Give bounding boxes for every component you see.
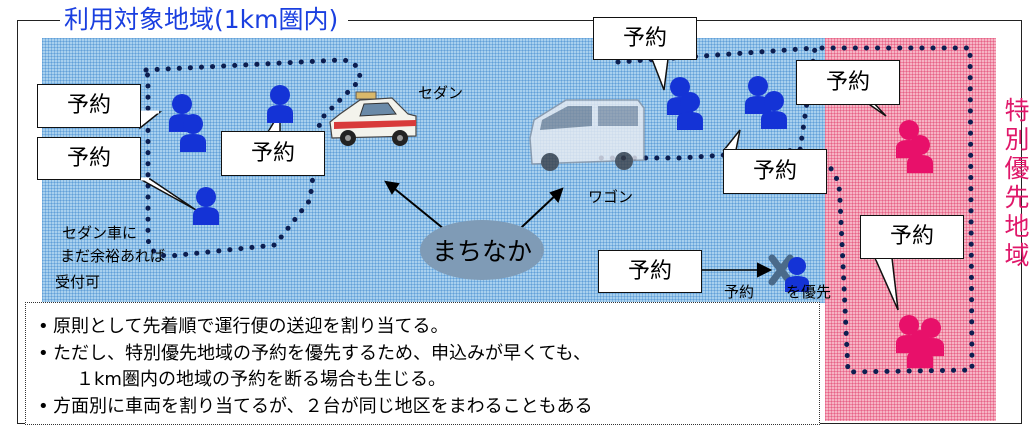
reservation-bubble: 予約 <box>796 60 900 105</box>
bullet-icon: • <box>38 342 49 364</box>
reservation-bubble: 予約 <box>37 84 141 128</box>
person-icon <box>785 257 809 292</box>
person-icon <box>267 85 293 123</box>
priority-area-title: 特別優先地域 <box>1004 96 1030 270</box>
sedan-note-line: まだ余裕あれば <box>60 247 166 265</box>
reservation-bubble: 予約 <box>221 131 325 176</box>
cancel-caption-right: を優先 <box>786 283 832 301</box>
sedan-label: セダン <box>418 84 464 102</box>
note-item: •原則として先着順で運行便の送迎を割り当てる。 <box>38 314 819 341</box>
person-icon <box>193 187 219 225</box>
town-center: まちなか <box>420 220 544 280</box>
priority-route <box>817 45 975 375</box>
wagon-icon <box>529 99 645 171</box>
area-title: 利用対象地域(1km圏内) <box>60 4 349 36</box>
note-item: •ただし、特別優先地域の予約を優先するため、申込みが早くても、 <box>38 341 819 368</box>
reservation-bubble: 予約 <box>723 149 827 194</box>
note-text: ただし、特別優先地域の予約を優先するため、申込みが早くても、 <box>53 342 592 364</box>
notes-box: •原則として先着順で運行便の送迎を割り当てる。 •ただし、特別優先地域の予約を優… <box>25 302 820 425</box>
priority-person-icons <box>896 120 944 368</box>
sedan-icon <box>329 91 417 146</box>
person-icons <box>169 76 809 292</box>
note-text: 方面別に車両を割り当てるが、２台が同じ地区をまわることもある <box>53 395 593 417</box>
note-item: １km圏内の地域の予約を断る場合も生じる。 <box>38 367 819 394</box>
cancel-caption-left: 予約 <box>724 283 755 301</box>
cross-icon <box>768 254 794 286</box>
bullet-icon: • <box>38 316 49 337</box>
sedan-note-line: 受付可 <box>55 273 101 291</box>
reservation-bubble: 予約 <box>860 215 964 259</box>
sedan-note-line: セダン車に <box>62 224 138 242</box>
reservation-bubble: 予約 <box>37 137 141 180</box>
bullet-icon: • <box>38 395 49 417</box>
person-icon <box>907 135 933 173</box>
person-icon <box>677 92 703 130</box>
wagon-label: ワゴン <box>588 188 634 206</box>
person-icon <box>761 91 787 129</box>
target-area <box>42 38 827 303</box>
cancelled-reservation-box: 予約 <box>598 250 702 293</box>
note-text: １km圏内の地域の予約を断る場合も生じる。 <box>76 369 446 390</box>
note-item: •方面別に車両を割り当てるが、２台が同じ地区をまわることもある <box>38 394 819 421</box>
person-icon <box>918 318 944 356</box>
person-icon <box>180 114 206 152</box>
sedan-route <box>143 57 363 259</box>
note-text: 原則として先着順で運行便の送迎を割り当てる。 <box>53 316 449 337</box>
reservation-bubble: 予約 <box>593 17 697 60</box>
